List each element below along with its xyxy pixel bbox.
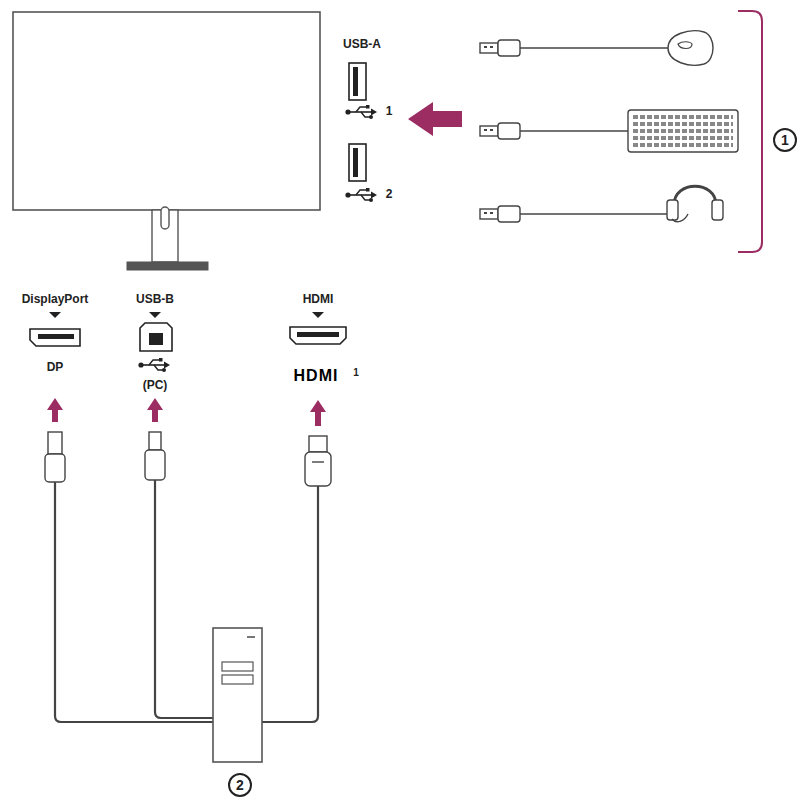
port-label: USB-A [343,38,381,51]
pc-tower [213,628,262,762]
input-ports [30,312,346,372]
callout-number: 1 [781,133,789,147]
port-number: 2 [386,188,393,201]
insert-arrows [47,398,326,426]
port-label: HDMI [303,293,334,306]
callout-number: 2 [236,778,244,792]
usb-a-ports [345,63,377,202]
cables [45,432,331,722]
port-label: DP [47,361,64,374]
port-label: (PC) [143,379,168,392]
monitor-figure [13,12,320,270]
port-number: 1 [353,367,359,378]
callout-circle: 1 [773,128,797,152]
insert-arrow [408,102,462,136]
callout-circle: 2 [228,773,252,797]
usb-devices [480,31,738,222]
group-bracket [738,11,762,252]
port-number: 1 [386,105,393,118]
port-label: USB-B [136,293,174,306]
port-label: DisplayPort [22,293,89,306]
port-label: HDMI [294,367,339,385]
